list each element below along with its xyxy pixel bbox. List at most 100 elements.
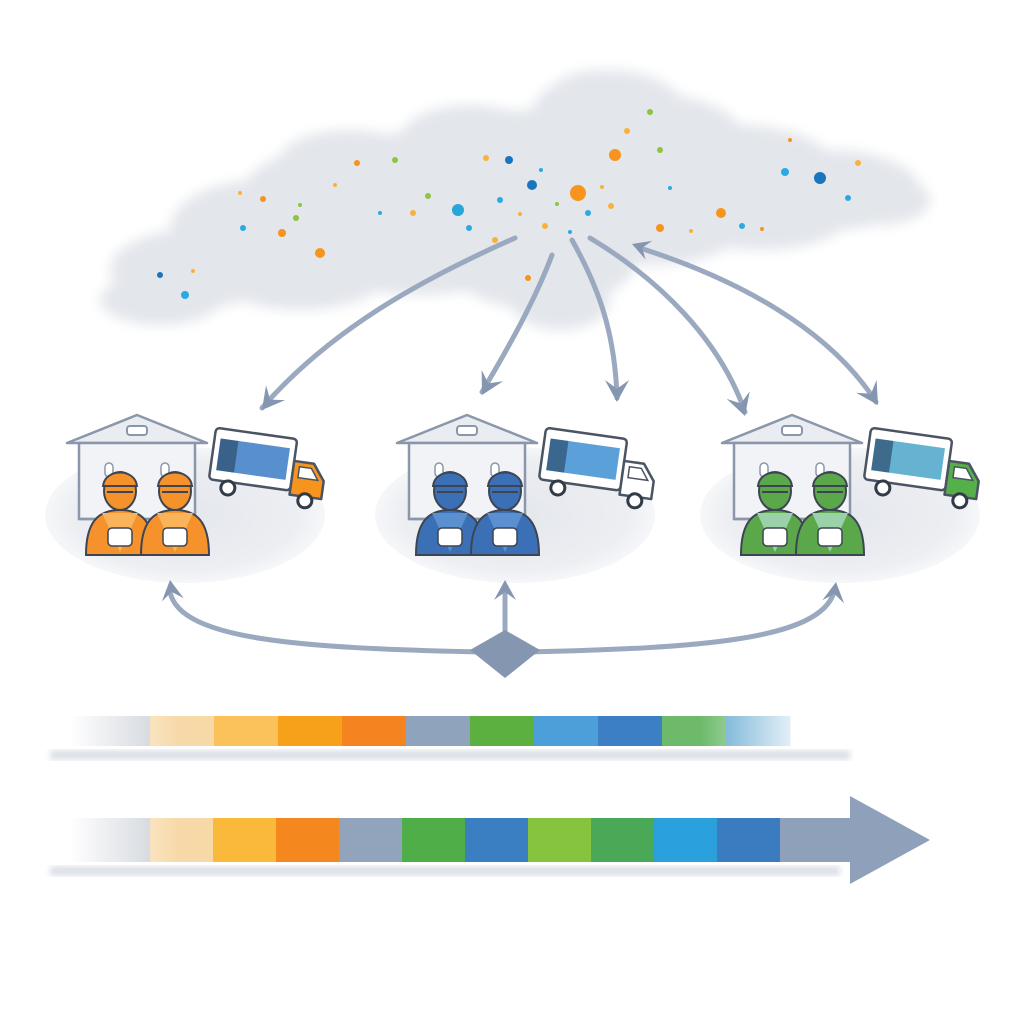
truck-cargo-shade — [871, 438, 894, 473]
data-point — [333, 183, 337, 187]
workers-icon — [414, 471, 541, 556]
hub-connector-arrows — [161, 580, 845, 678]
data-point — [492, 237, 498, 243]
cloud-puff — [510, 270, 610, 330]
band-fade-left — [70, 818, 180, 862]
data-point — [781, 168, 789, 176]
hub-green — [700, 413, 980, 583]
data-point — [555, 202, 559, 206]
timeline-arrow-lower — [50, 796, 930, 884]
data-point — [354, 160, 360, 166]
cloud-puff — [550, 70, 650, 120]
truck-icon — [208, 427, 325, 510]
hubs — [45, 413, 980, 583]
arrow-head — [632, 240, 653, 260]
arrow-head — [604, 380, 630, 402]
arrow-shaft — [637, 245, 879, 405]
warehouse-vent — [456, 425, 478, 436]
data-point — [739, 223, 745, 229]
warehouse-vent — [126, 425, 148, 436]
worker-person — [469, 471, 541, 556]
band-segment — [339, 818, 403, 862]
worker-helmet — [156, 471, 194, 487]
data-point — [518, 212, 522, 216]
hub-orange — [45, 413, 325, 583]
data-point — [425, 193, 431, 199]
data-point — [609, 149, 621, 161]
truck-cargo-shade — [546, 438, 569, 473]
band-segment — [465, 818, 529, 862]
arrow-head — [494, 580, 516, 600]
truck-wheel — [874, 479, 892, 497]
data-point — [624, 128, 630, 134]
worker-person — [84, 471, 156, 556]
worker-person — [739, 471, 811, 556]
connector-junction — [470, 630, 540, 678]
data-point — [539, 168, 543, 172]
data-point — [656, 224, 664, 232]
data-point — [298, 203, 302, 207]
data-point — [608, 203, 614, 209]
data-point — [845, 195, 851, 201]
cloud-shape — [100, 70, 930, 330]
cloud-puff — [400, 105, 540, 175]
band-segment — [470, 716, 535, 746]
band-segment — [528, 818, 592, 862]
data-points — [157, 109, 861, 299]
arrow-shaft — [479, 252, 555, 395]
arrow-head — [161, 580, 184, 602]
workers-icon — [739, 471, 866, 556]
arrow-shaft — [569, 237, 620, 401]
data-point — [392, 157, 398, 163]
band-segment — [598, 716, 663, 746]
worker-person — [794, 471, 866, 556]
distribution-arrow — [569, 237, 630, 402]
truck-cab — [288, 459, 325, 501]
distribution-arrow — [259, 235, 518, 411]
worker-package — [762, 527, 788, 547]
worker-helmet — [431, 471, 469, 487]
data-point — [760, 227, 764, 231]
truck-cab — [618, 459, 655, 501]
data-point — [657, 147, 663, 153]
truck-wheel — [549, 479, 567, 497]
worker-person — [139, 471, 211, 556]
data-point — [542, 223, 548, 229]
band-fade-right — [700, 716, 810, 746]
band-segment — [406, 716, 471, 746]
band-shadow — [50, 866, 840, 876]
arrow-head — [856, 379, 878, 405]
truck-window — [952, 465, 975, 482]
data-cloud — [100, 70, 930, 330]
band-segment — [213, 818, 277, 862]
data-point — [525, 275, 531, 281]
band-fade-left — [70, 716, 180, 746]
timeline-arrow-head — [780, 796, 930, 884]
data-point — [497, 197, 503, 203]
arrow-shaft — [259, 235, 518, 411]
data-point — [585, 210, 591, 216]
worker-package — [162, 527, 188, 547]
truck-wheel — [219, 479, 237, 497]
data-point — [293, 215, 299, 221]
data-point — [568, 230, 572, 234]
arrow-head — [262, 385, 286, 410]
workers-icon — [84, 471, 211, 556]
arrow-head — [822, 582, 845, 604]
truck-icon — [863, 427, 980, 510]
truck-icon — [538, 427, 655, 510]
data-point — [527, 180, 537, 190]
truck-window — [627, 465, 650, 482]
data-point — [240, 225, 246, 231]
distribution-arrow — [587, 235, 750, 416]
data-point — [410, 210, 416, 216]
distribution-arrow — [479, 252, 555, 395]
data-point — [466, 225, 472, 231]
distribution-arrow — [637, 245, 879, 405]
truck-wheel — [296, 492, 314, 510]
data-point — [278, 229, 286, 237]
band-segment — [591, 818, 655, 862]
worker-helmet — [486, 471, 524, 487]
band-segment — [534, 716, 599, 746]
